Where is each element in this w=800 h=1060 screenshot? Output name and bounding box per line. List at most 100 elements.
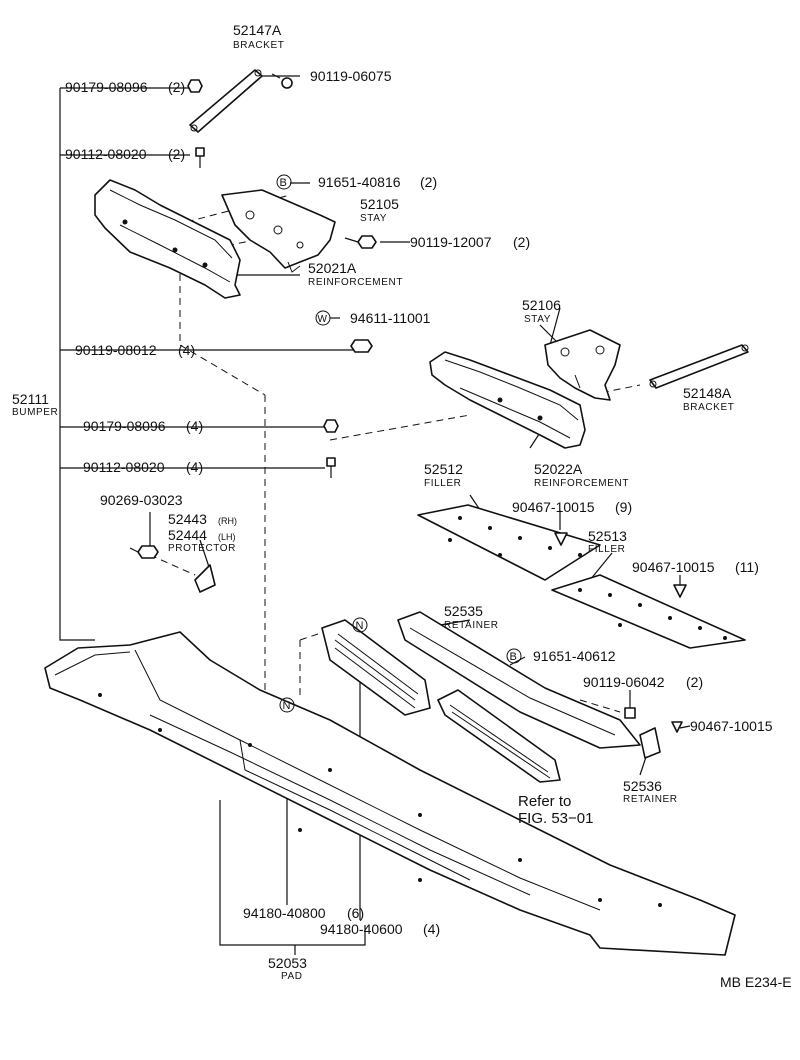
label-52535: 52535 RETAINER [444,603,499,631]
part-number: 90119-12007 [410,234,492,250]
part-number: 94611-11001 [350,310,431,326]
mark-letter: B [280,177,287,189]
part-number: 90179-08096 [65,79,148,95]
label-52513: 52513 FILLER [588,528,627,555]
part-qty: (4) [186,459,203,475]
part-number: 52443 [168,511,207,527]
clip-90467-11-icon [673,584,687,598]
label-90112-mid: 90112-08020 (4) [83,459,203,475]
label-52022a: 52022A REINFORCEMENT [534,461,629,489]
mark-circle [315,310,331,326]
part-number: 52111 [12,391,49,407]
screw-90269-icon [129,545,159,559]
refer-note: Refer to FIG. 53−01 [518,793,593,827]
part-qty: (2) [420,174,437,190]
part-number: 90119-08012 [75,342,157,358]
stay-52105-drawing [221,189,336,273]
part-number: 52148A [683,385,732,401]
part-number: 52512 [424,461,463,477]
part-number: 52147A [233,22,282,38]
filler-52512-drawing [417,504,601,581]
label-52148a: 52148A BRACKET [683,385,734,413]
label-90119-06042: 90119-06042 (2) [583,674,703,690]
label-90269: 90269-03023 [100,492,183,508]
label-90179-mid: 90179-08096 (4) [83,418,203,434]
part-number: 52513 [588,528,627,544]
part-qty: (6) [347,905,364,921]
label-52443: 52443 (RH) [168,511,237,527]
nut-90179-mid-icon [323,419,339,433]
part-qty: (11) [735,559,759,575]
mark-letter: N [356,620,364,632]
part-number: 90179-08096 [83,418,166,434]
bumper-52111-drawing [44,631,736,956]
label-90467-11: 90467-10015 (11) [632,559,759,575]
part-qty: (2) [513,234,530,250]
part-qty: (9) [615,499,632,515]
part-name: RETAINER [623,794,678,805]
part-number: 52106 [522,297,561,313]
label-52512: 52512 FILLER [424,461,463,489]
part-name: STAY [524,314,551,325]
label-94611: W 94611-11001 [315,310,431,326]
clip-90467-9-icon [554,532,568,546]
mark-circle [506,648,522,664]
part-name: BRACKET [233,40,284,51]
clip-90467-single-icon [671,721,683,733]
label-90467-single: 90467-10015 [690,718,773,734]
label-91651-40612: B 91651-40612 [506,648,616,664]
part-qty: (2) [168,79,185,95]
part-name: BUMPER [12,407,58,418]
nut-90179-top-icon [187,79,203,93]
label-90119-06075: 90119-06075 [310,68,392,84]
part-number: 90112-08020 [83,459,165,475]
stay-52106-drawing [544,329,621,401]
label-52111: 52111 BUMPER [12,391,58,418]
part-number: 52536 [623,778,662,794]
bolt-90112-top-icon [195,147,205,168]
bolt-90119-06042-icon [624,707,636,719]
figure-code-text: MB E234-E [720,974,792,990]
label-52105: 52105 STAY [360,196,399,224]
label-52021a: 52021A REINFORCEMENT [308,260,402,288]
part-qty: (4) [178,342,195,358]
part-name: PROTECTOR [168,543,236,554]
mark-circle [352,617,368,633]
part-number: 52535 [444,603,483,619]
part-number: 90467-10015 [512,499,595,515]
part-number: 52444 [168,527,207,543]
part-number: 90269-03023 [100,492,183,508]
refer-line-1: Refer to [518,793,571,810]
part-qty: (2) [686,674,703,690]
label-91651-40816: B 91651-40816 (2) [276,174,437,190]
label-90179-top: 90179-08096 (2) [65,79,185,95]
bolt-90119-06075-icon [271,73,293,89]
retainer-52535-drawing [397,611,641,749]
bolt-90112-mid-icon [326,457,336,478]
part-name: PAD [281,971,303,982]
protector-52443-drawing [194,564,216,593]
part-side: (LH) [218,532,236,542]
part-number: 94180-40800 [243,905,326,921]
bracket-52148a-drawing [649,344,749,389]
part-number: 90119-06042 [583,674,665,690]
figure-code: MB E234-E [720,974,792,990]
part-name: RETAINER [444,620,499,631]
label-52536: 52536 RETAINER [623,778,678,805]
mark-circle [279,697,295,713]
label-52053: 52053 PAD [268,955,307,982]
label-90112-top: 90112-08020 (2) [65,146,185,162]
mark-letter: W [318,314,328,325]
part-name: BRACKET [683,402,734,413]
bracket-52147a-drawing [189,69,263,133]
label-90119-08012: 90119-08012 (4) [75,342,195,358]
part-number: 90467-10015 [690,718,773,734]
label-94180-40600: N 94180-40600 (4) [320,617,440,937]
grille-left-drawing [321,619,431,716]
part-name: REINFORCEMENT [534,478,629,489]
label-90119-12007: 90119-12007 (2) [410,234,530,250]
grille-right-drawing [437,689,561,783]
filler-52513-drawing [551,574,746,649]
part-qty: (4) [423,921,440,937]
